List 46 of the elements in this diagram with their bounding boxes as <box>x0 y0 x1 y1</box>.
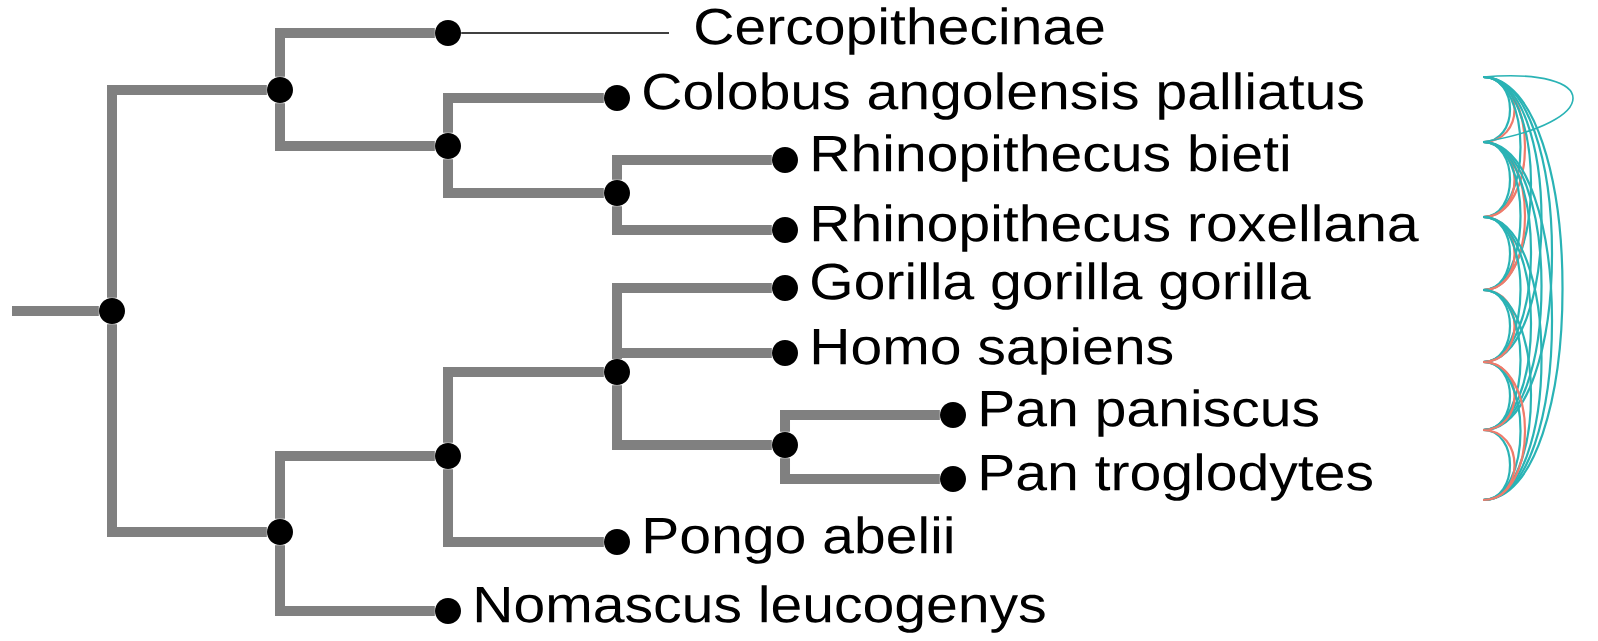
species-label: Gorilla gorilla gorilla <box>812 262 1311 310</box>
tree-branch <box>612 348 772 359</box>
tree-branch <box>780 458 940 484</box>
tree-branch <box>443 93 604 133</box>
tree-branch <box>107 85 267 298</box>
branch-dot <box>940 402 966 428</box>
branch-dot <box>435 133 461 159</box>
branch-dot <box>435 443 461 469</box>
branch-dot <box>435 598 461 624</box>
tree-branch <box>612 155 772 180</box>
tree-branch <box>443 367 604 443</box>
species-label: Cercopithecinae <box>696 7 1104 55</box>
species-label: Pan troglodytes <box>981 453 1372 501</box>
tree-branch <box>275 103 435 151</box>
branch-dot <box>940 466 966 492</box>
species-label: Nomascus leucogenys <box>476 585 1045 633</box>
tree-branch <box>275 545 435 616</box>
branch-dot <box>267 77 293 103</box>
species-label: Pongo abelii <box>645 516 952 564</box>
tree-branch <box>107 324 267 537</box>
tree-branch <box>12 306 99 316</box>
species-label: Colobus angolensis palliatus <box>644 72 1363 120</box>
guide-line <box>460 32 670 34</box>
branch-dot <box>772 147 798 173</box>
branch-dot <box>772 340 798 366</box>
branch-dot <box>604 85 630 111</box>
species-label: Rhinopithecus bieti <box>813 134 1288 182</box>
tree-branch <box>275 28 435 77</box>
branch-dot <box>99 298 125 324</box>
branch-dot <box>772 432 798 458</box>
branch-dot <box>604 359 630 385</box>
tree-branch <box>443 159 604 198</box>
branch-dot <box>604 180 630 206</box>
tree-branch <box>443 469 604 547</box>
branch-dot <box>772 217 798 243</box>
tree-branch <box>275 451 435 519</box>
tree-branch <box>612 385 772 450</box>
branch-dot <box>604 529 630 555</box>
species-label: Rhinopithecus roxellana <box>813 204 1419 252</box>
species-label: Homo sapiens <box>813 327 1173 375</box>
branch-dot <box>267 519 293 545</box>
tree-branch <box>612 206 772 235</box>
branch-dot <box>772 275 798 301</box>
species-label: Pan paniscus <box>981 389 1318 437</box>
tree-branch <box>780 410 940 432</box>
branch-dot <box>435 20 461 46</box>
